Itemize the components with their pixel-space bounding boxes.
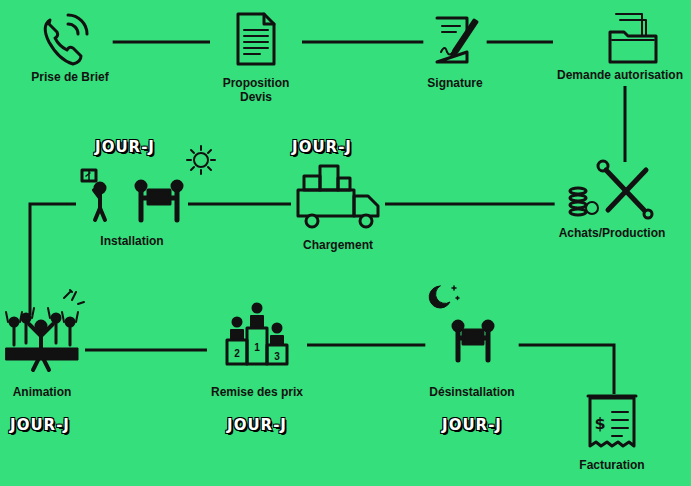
step-node: Signature <box>427 14 482 90</box>
step-node: Remise des prix <box>211 314 303 399</box>
document-icon <box>238 14 274 64</box>
receipt-icon <box>588 396 636 446</box>
day-tag: JOUR-J <box>95 138 155 156</box>
installation-icon <box>82 146 215 220</box>
day-tag: JOUR-J <box>227 416 287 434</box>
step-label: Signature <box>427 76 482 90</box>
connector <box>113 41 210 44</box>
step-label: Installation <box>80 234 184 248</box>
day-tag: JOUR-J <box>292 138 352 156</box>
truck-icon <box>298 166 378 227</box>
uninstall-icon <box>429 286 493 360</box>
podium-number: 2 <box>234 348 240 359</box>
step-label: Chargement <box>295 238 381 252</box>
signature-icon <box>437 18 477 62</box>
connector <box>307 344 425 347</box>
folder-icon <box>610 14 656 62</box>
step-label: Remise des prix <box>211 385 303 399</box>
crowd-icon <box>6 290 84 370</box>
step-node: Installation <box>80 170 184 248</box>
step-label: Prise de Brief <box>31 70 108 84</box>
step-node: Prise de Brief <box>31 14 108 84</box>
step-node: Chargement <box>295 170 381 252</box>
step-label: Désinstallation <box>429 385 514 399</box>
purchase-icon <box>570 161 652 218</box>
step-label: Proposition Devis <box>214 76 298 104</box>
step-node: Proposition Devis <box>214 14 298 104</box>
step-node: Achats/Production <box>559 166 666 240</box>
podium-number: 3 <box>274 351 280 362</box>
step-node: Animation <box>3 319 81 399</box>
step-node: Facturation <box>579 398 644 472</box>
step-label: Demande autorisation <box>557 68 683 82</box>
phone-icon <box>45 15 87 64</box>
day-tag: JOUR-J <box>442 416 502 434</box>
currency-sign: $ <box>594 414 605 433</box>
connector <box>624 86 627 162</box>
connector <box>487 41 553 44</box>
connector <box>519 345 614 394</box>
podium-icon <box>227 304 287 364</box>
step-label: Facturation <box>579 458 644 472</box>
connector <box>302 41 423 44</box>
step-node: Demande autorisation <box>557 14 683 82</box>
step-label: Animation <box>3 385 81 399</box>
day-tag: JOUR-J <box>10 416 70 434</box>
connector <box>85 349 207 352</box>
connector <box>188 203 291 206</box>
step-label: Achats/Production <box>559 226 666 240</box>
connector <box>385 203 555 206</box>
connector <box>30 204 76 315</box>
podium-number: 1 <box>254 342 260 353</box>
step-node: Désinstallation <box>429 314 514 399</box>
